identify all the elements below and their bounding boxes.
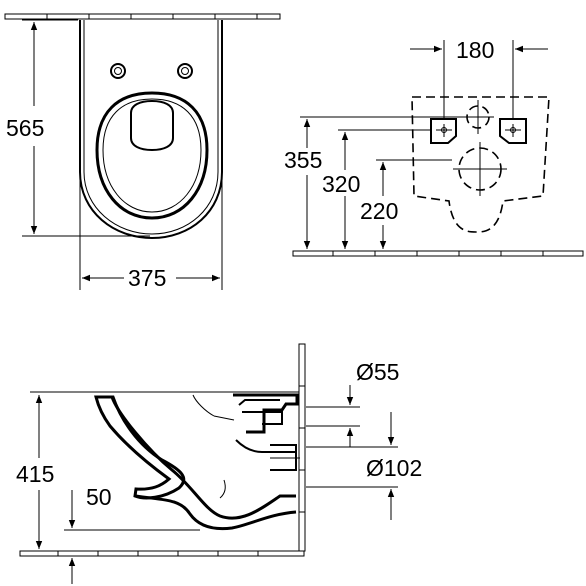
fixing-view-floor <box>292 250 584 257</box>
top-view-bowl-outline <box>79 20 223 240</box>
dim-355-label: 355 <box>284 147 322 173</box>
fixing-outline <box>411 96 550 233</box>
top-view-fixing-hole-right <box>177 63 193 79</box>
dim-d102-label: Ø102 <box>366 455 422 481</box>
top-view-bowl-outline-inner <box>83 20 219 235</box>
dim-220-label: 220 <box>360 198 398 224</box>
top-view-bowl-rim <box>95 91 209 220</box>
side-view-wall <box>298 343 306 552</box>
dim-180-label: 180 <box>456 37 494 63</box>
dim-415-label: 415 <box>16 461 54 487</box>
fixing-view: 180 355 320 220 <box>284 37 584 257</box>
dim-d55-label: Ø55 <box>356 359 399 385</box>
fixing-pad-left <box>430 118 457 144</box>
dim-320-label: 320 <box>322 171 360 197</box>
top-view-wall <box>4 13 281 20</box>
dim-375-label: 375 <box>128 265 166 291</box>
top-view-fixing-hole-left <box>110 63 126 79</box>
top-view-flush-opening <box>130 99 174 152</box>
side-view: 415 50 Ø55 Ø102 <box>16 343 422 584</box>
top-view: 565 375 <box>4 13 281 291</box>
side-view-pan-body <box>94 395 186 500</box>
side-view-outlet <box>233 393 299 434</box>
side-view-floor <box>19 550 305 557</box>
fixing-pad-right <box>499 118 527 144</box>
dim-565-label: 565 <box>6 115 44 141</box>
dim-50-label: 50 <box>86 484 112 510</box>
